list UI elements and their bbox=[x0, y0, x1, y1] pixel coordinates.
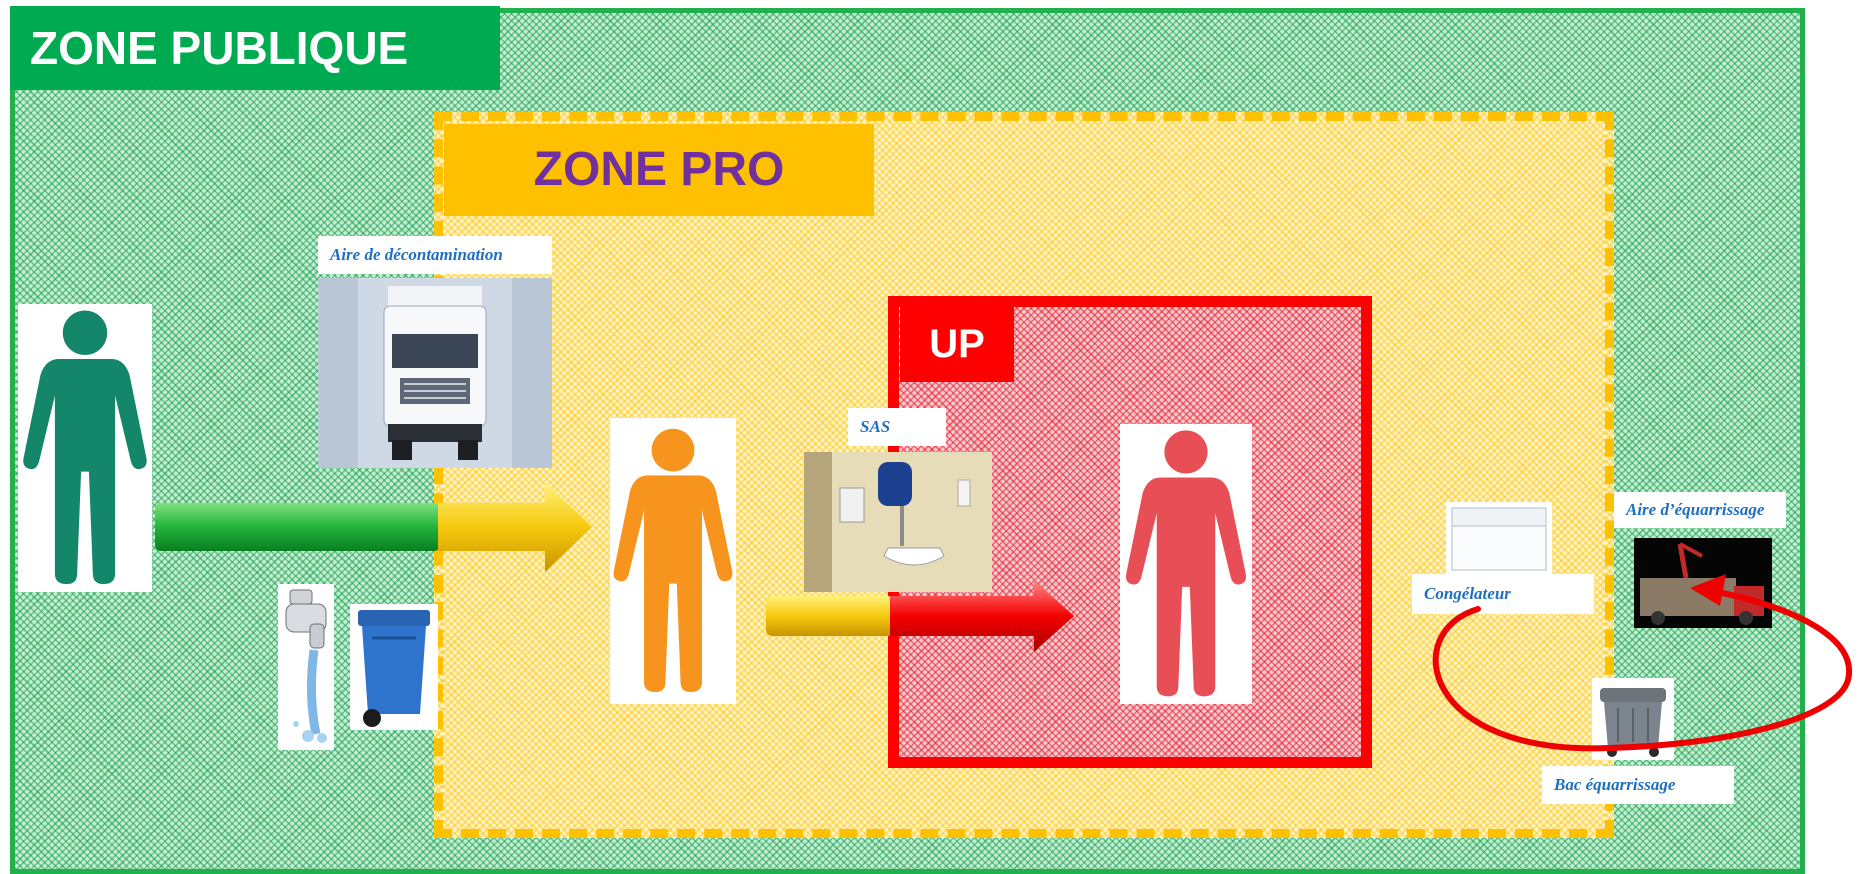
decontamination-label: Aire de décontamination bbox=[318, 236, 552, 274]
arrow-public-to-pro bbox=[155, 482, 592, 572]
zone-publique-title: ZONE PUBLIQUE bbox=[10, 6, 500, 90]
freezer-icon bbox=[1446, 502, 1552, 574]
truck-icon bbox=[318, 278, 552, 468]
person-green-icon bbox=[18, 304, 152, 592]
water-tap-icon bbox=[278, 584, 334, 750]
person-orange-icon bbox=[610, 418, 736, 704]
zone-pro-area bbox=[434, 112, 1614, 838]
sas-label: SAS bbox=[848, 408, 946, 446]
wheelie-bin-icon bbox=[350, 604, 438, 730]
equarrissage-bin-label: Bac équarrissage bbox=[1542, 766, 1734, 804]
equarrissage-loop-arrow bbox=[1432, 574, 1853, 752]
sink-icon bbox=[804, 452, 992, 592]
arrow-pro-to-up bbox=[766, 580, 1074, 652]
person-red-icon bbox=[1120, 424, 1252, 704]
freezer-label: Congélateur bbox=[1412, 574, 1594, 614]
equarrissage-area-label: Aire d’équarrissage bbox=[1614, 492, 1786, 528]
zone-pro-title: ZONE PRO bbox=[444, 124, 874, 216]
zone-up-title: UP bbox=[900, 306, 1014, 382]
